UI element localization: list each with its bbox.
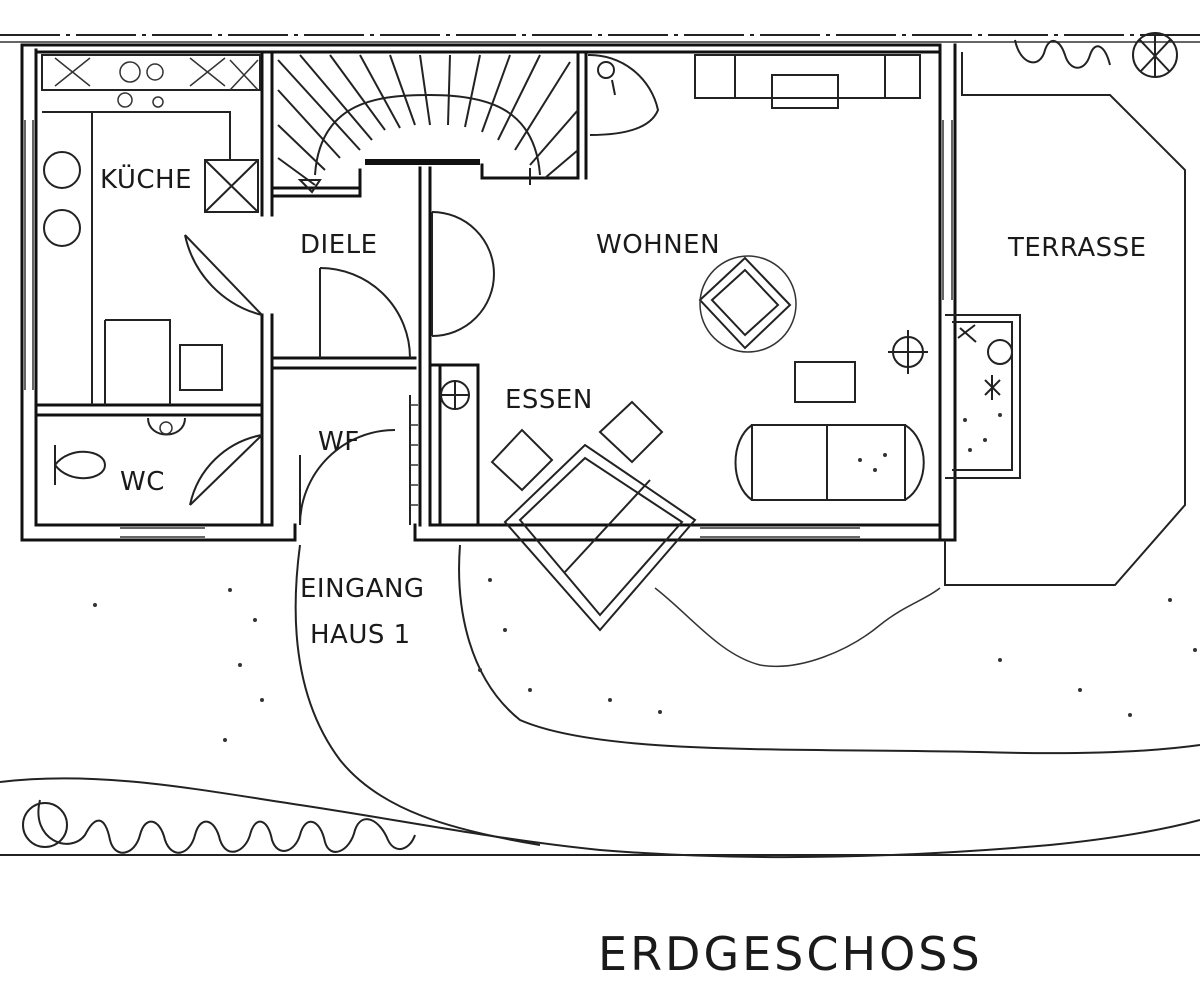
garden-path: [0, 544, 1200, 859]
room-label-wc: WC: [120, 467, 165, 497]
diele-door: [319, 267, 411, 359]
side-table: [794, 361, 856, 403]
armchair: [698, 255, 797, 353]
kitchen-fixtures: [41, 54, 261, 405]
plan-title: ERDGESCHOSS: [598, 927, 983, 981]
room-label-diele: DIELE: [300, 230, 378, 260]
hedge-top: [1014, 32, 1178, 78]
wohnen-door: [431, 211, 495, 337]
sofa: [734, 424, 925, 501]
room-label-wf: WF: [318, 427, 360, 457]
interior-walls: [34, 50, 588, 527]
dining-table: [490, 400, 697, 632]
exterior-walls: [20, 43, 957, 542]
lamp-symbol: [440, 330, 928, 410]
room-label-eingang: EINGANG: [300, 574, 425, 604]
room-label-essen: ESSEN: [505, 385, 593, 415]
hedge-bottom: [22, 799, 416, 854]
room-label-wohnen: WOHNEN: [596, 230, 720, 260]
room-label-kueche: KÜCHE: [100, 163, 192, 195]
wc-fixtures: [54, 417, 263, 506]
terrace-outline: [944, 52, 1186, 586]
sideboard: [694, 54, 921, 109]
garden-dots: [93, 578, 1197, 742]
property-line-top: [0, 34, 1200, 43]
room-label-haus: HAUS 1: [310, 620, 411, 650]
staircase: [277, 54, 579, 194]
kitchen-door: [184, 234, 263, 316]
entrance-door: [293, 429, 417, 542]
plant-symbol: [587, 53, 660, 136]
room-label-terrasse: TERRASSE: [1007, 233, 1147, 263]
wf-shelf: [409, 395, 418, 525]
